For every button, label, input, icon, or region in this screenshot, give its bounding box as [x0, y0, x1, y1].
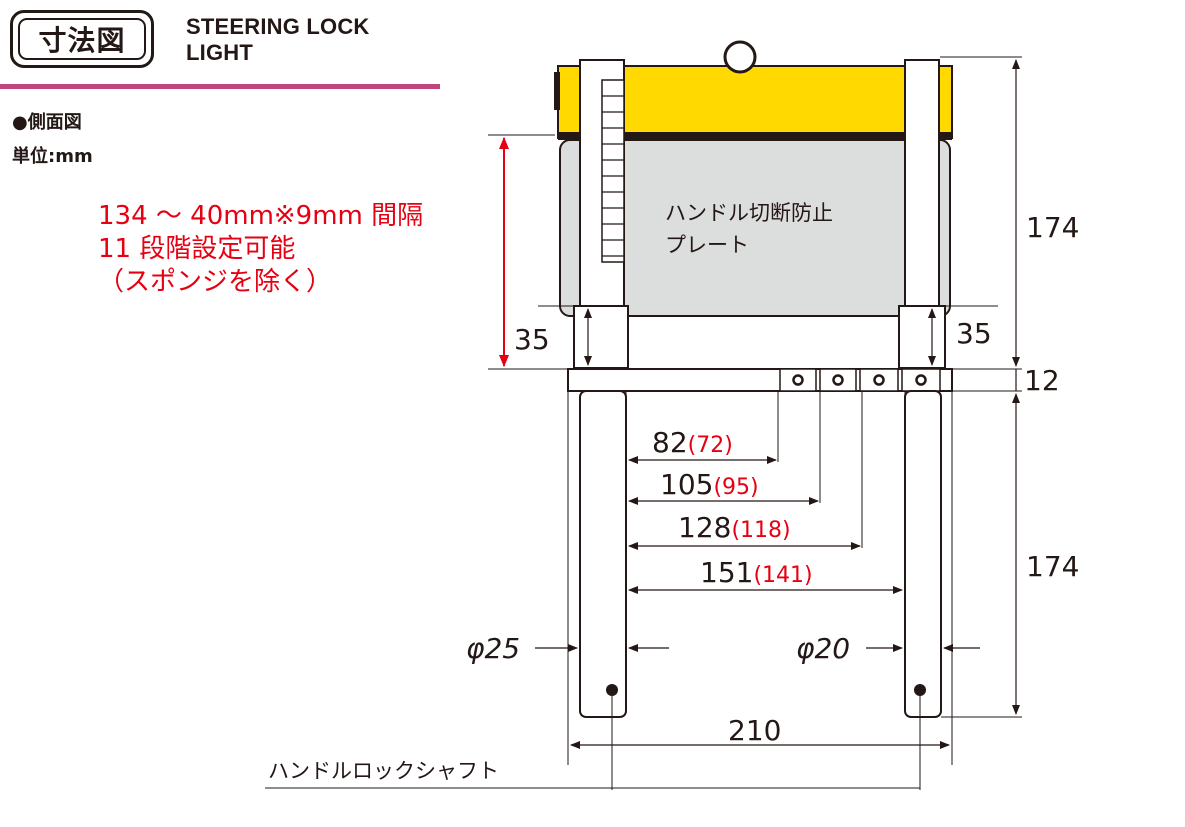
- range-note-line3: （スポンジを除く）: [98, 267, 333, 297]
- product-name: STEERING LOCK LIGHT: [186, 14, 370, 65]
- dimension-drawing-badge: 寸法図: [10, 10, 154, 68]
- right-lower-post: [904, 390, 942, 718]
- header-divider: [0, 84, 440, 89]
- phi-left-value: φ25: [466, 632, 520, 665]
- right-sponge: [898, 305, 946, 369]
- phi-right-value: φ20: [796, 632, 850, 665]
- badge-label: 寸法図: [18, 18, 146, 60]
- right-shaft-pin: [914, 684, 926, 696]
- plate-label-line2: プレート: [665, 233, 749, 257]
- right-gap-value: 35: [956, 317, 992, 350]
- hook-ring-icon: [723, 40, 757, 74]
- adjust-hole-2: [832, 374, 844, 386]
- bottom-height-value: 174: [1026, 550, 1079, 583]
- spacing-4-value: 151(141): [700, 556, 813, 589]
- left-gap-value: 35: [514, 323, 550, 356]
- width-value: 210: [728, 714, 781, 747]
- left-lower-post: [579, 390, 627, 718]
- range-note-line2: 11 段階設定可能: [98, 234, 296, 264]
- range-note-line1: 134 ～ 40mm※9mm 間隔: [98, 201, 424, 231]
- spacing-2-value: 105(95): [660, 468, 759, 501]
- bar-thickness-value: 12: [1024, 364, 1060, 397]
- right-upper-post: [904, 59, 940, 311]
- view-label: ●側面図: [12, 112, 82, 133]
- adjust-hole-4: [915, 374, 927, 386]
- shaft-label: ハンドルロックシャフト: [268, 759, 499, 783]
- left-sponge: [573, 305, 629, 369]
- left-shaft-pin: [606, 684, 618, 696]
- adjustment-range-note: 134 ～ 40mm※9mm 間隔 11 段階設定可能 （スポンジを除く）: [98, 200, 423, 299]
- top-height-value: 174: [1026, 211, 1079, 244]
- anti-cut-plate: [559, 139, 951, 317]
- crossbar: [567, 368, 953, 392]
- spacing-1-value: 82(72): [652, 426, 733, 459]
- spacing-3-value: 128(118): [678, 511, 791, 544]
- adjust-hole-3: [873, 374, 885, 386]
- left-upper-post: [579, 59, 625, 311]
- adjust-hole-1: [792, 374, 804, 386]
- unit-label: 単位:mm: [12, 146, 93, 167]
- plate-label-line1: ハンドル切断防止: [665, 201, 833, 225]
